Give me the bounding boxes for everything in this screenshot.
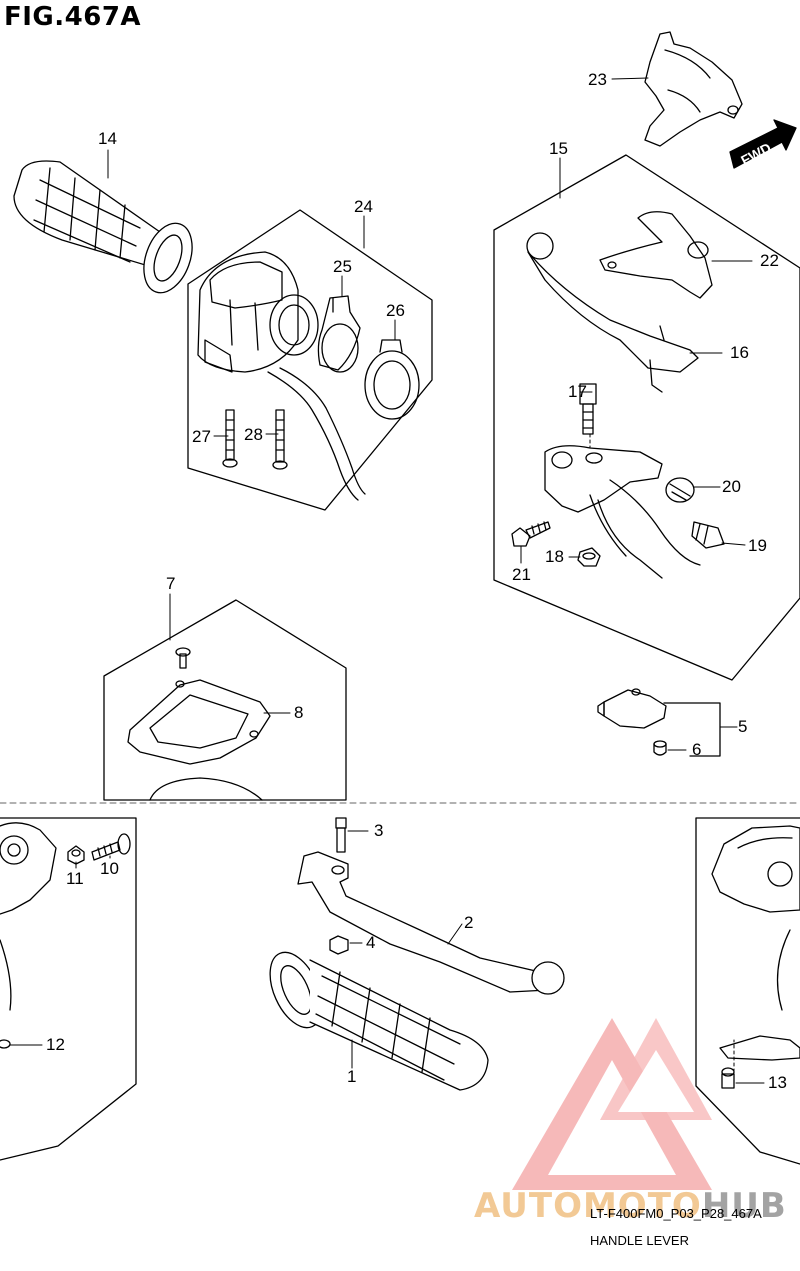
watermark-text-end: HUB: [701, 1186, 787, 1226]
callout-18: 18: [545, 547, 564, 566]
screw-part-27: [222, 409, 238, 468]
nut-part-4: [329, 935, 349, 955]
screw-part-6: [653, 740, 667, 756]
callout-25: 25: [333, 257, 352, 276]
screw-part-21: [511, 521, 551, 547]
screw-part-7: [175, 647, 191, 669]
clutch-lever-part-2: [297, 851, 565, 995]
bolt-part-10: [91, 833, 131, 861]
screw-part-28: [272, 409, 288, 470]
callout-8: 8: [294, 703, 304, 722]
master-cylinder-body: [544, 445, 701, 579]
forward-arrow-icon: [729, 119, 797, 169]
callout-20: 20: [722, 477, 741, 496]
callout-21: 21: [512, 565, 531, 584]
guard-part-23: [644, 31, 743, 147]
watermark-text-main: AUTOMOTO: [474, 1186, 702, 1226]
bolt-part-12: [0, 1039, 11, 1049]
callout-12: 12: [46, 1035, 65, 1054]
callout-10: 10: [100, 859, 119, 878]
cap-part-20: [665, 477, 695, 503]
callout-27: 27: [192, 427, 211, 446]
bracket-part-22: [599, 211, 713, 299]
callout-1: 1: [347, 1067, 357, 1086]
figure-title: FIG.467A: [4, 2, 142, 32]
nut-part-18: [577, 547, 601, 567]
group-box-15: [493, 154, 800, 681]
callout-28: 28: [244, 425, 263, 444]
callout-16: 16: [730, 343, 749, 362]
callout-15: 15: [549, 139, 568, 158]
housing-part-left: [0, 822, 57, 1011]
callout-2: 2: [464, 913, 474, 932]
callout-5: 5: [738, 717, 748, 736]
leader-lines: [9, 77, 765, 1084]
callout-7: 7: [166, 574, 176, 593]
callout-3: 3: [374, 821, 384, 840]
bushing-part-3: [335, 817, 347, 853]
watermark-logo: [512, 1018, 712, 1190]
ring-part-26: [364, 339, 420, 420]
callout-4: 4: [366, 933, 376, 952]
group-box-lower-right: [695, 817, 800, 1165]
callout-17: 17: [568, 382, 587, 401]
callout-26: 26: [386, 301, 405, 320]
bracket-line-5: [663, 702, 721, 757]
watermark-text: AUTOMOTOHUB: [474, 1186, 787, 1226]
callout-22: 22: [760, 251, 779, 270]
figure-caption: HANDLE LEVER: [590, 1233, 689, 1248]
group-box-7: [103, 599, 347, 801]
brake-lever-part-16: [526, 232, 699, 393]
callout-23: 23: [588, 70, 607, 89]
callout-13: 13: [768, 1073, 787, 1092]
group-box-lower-left: [0, 817, 137, 1161]
collar-part-25: [317, 295, 361, 373]
callout-24: 24: [354, 197, 373, 216]
nut-part-11: [67, 845, 85, 865]
callout-11: 11: [66, 869, 84, 888]
cover-part-8: [127, 679, 271, 801]
adjuster-part-19: [691, 521, 725, 549]
housing-part-right: [711, 825, 800, 1061]
figure-code: LT-F400FM0_P03_P28_467A: [590, 1206, 762, 1221]
bolt-part-17: [579, 383, 597, 435]
callout-19: 19: [748, 536, 767, 555]
switch-part-5: [597, 688, 667, 729]
callout-6: 6: [692, 740, 702, 759]
callout-14: 14: [98, 129, 117, 148]
group-box-24: [187, 209, 433, 511]
grip-part-1: [269, 951, 489, 1091]
screw-part-13: [721, 1067, 735, 1089]
grip-part-14: [13, 160, 193, 294]
handlebar-switch-part: [197, 251, 366, 501]
